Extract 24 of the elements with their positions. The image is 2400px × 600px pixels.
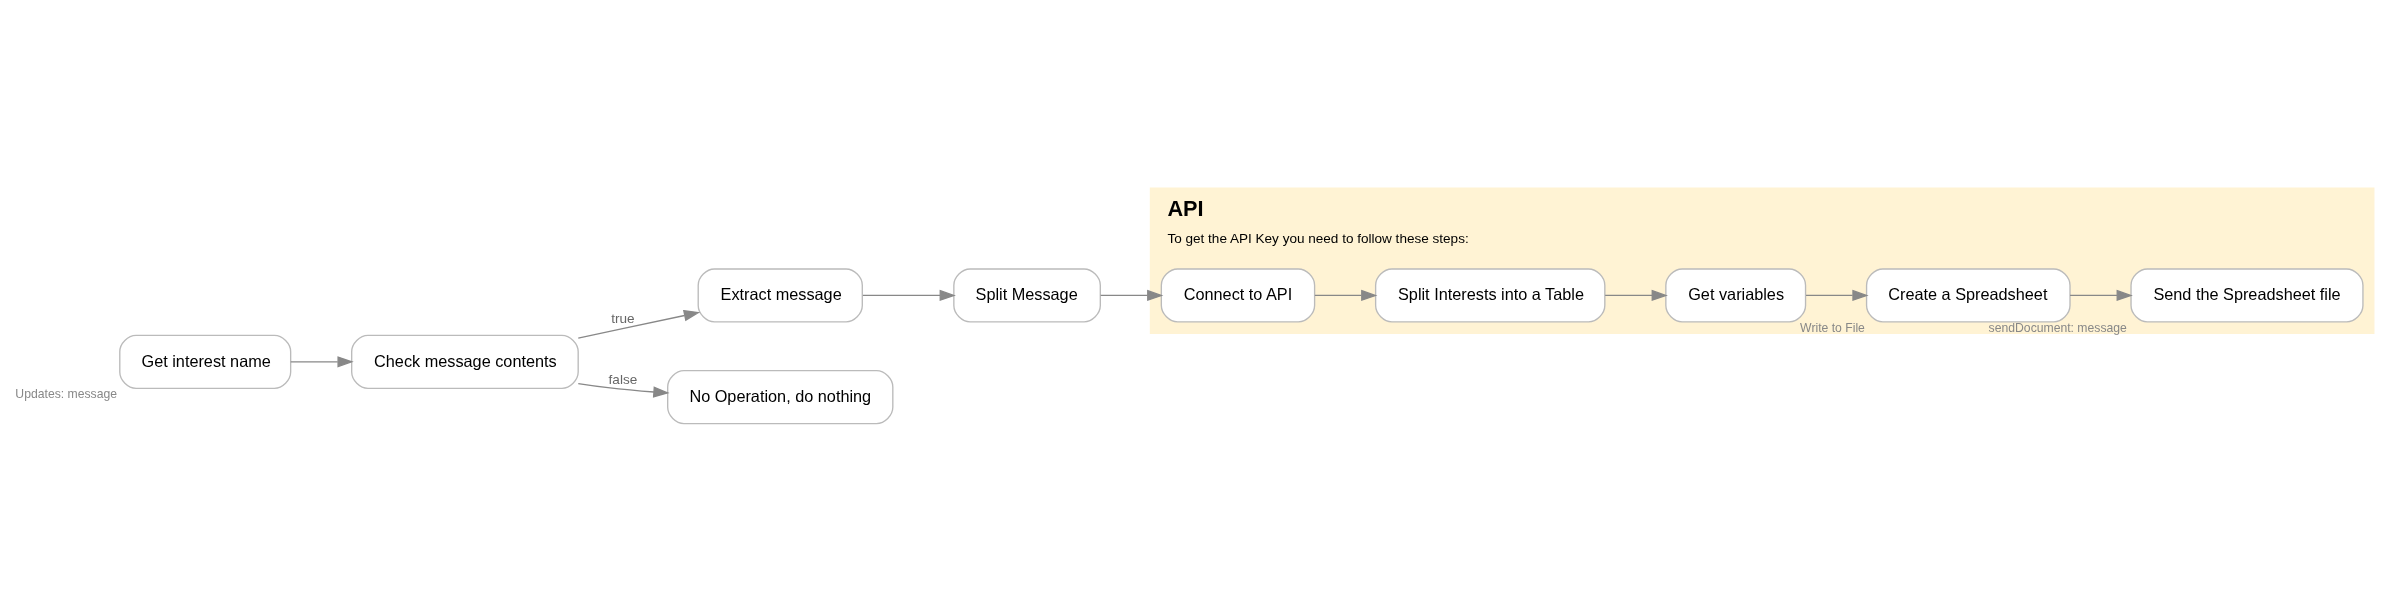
arrow <box>577 309 701 339</box>
arrow <box>1314 289 1378 301</box>
arrow <box>1805 289 1869 301</box>
node-box: Split Message <box>953 267 1101 323</box>
arrow <box>2069 289 2133 301</box>
node-box: Check message contents <box>351 334 579 389</box>
node-label: Updates: message <box>15 386 117 401</box>
node-box: Get interest name <box>119 334 292 389</box>
node-box: Create a Spreadsheet <box>1865 267 2071 323</box>
node-box: Connect to API <box>1160 267 1316 323</box>
node-box: Send the Spreadsheet file <box>2130 267 2364 323</box>
node-label: Write to File <box>1800 320 1865 335</box>
node-box: Extract message <box>697 267 863 323</box>
node-box: Split Interests into a Table <box>1374 267 1606 323</box>
node-box: Get variables <box>1665 267 1807 323</box>
arrow <box>1604 289 1668 301</box>
arrow <box>290 355 354 368</box>
arrow <box>862 289 956 301</box>
node-box: No Operation, do nothing <box>667 369 894 424</box>
arrow <box>1100 289 1164 301</box>
arrow <box>577 382 670 398</box>
edge-label: true <box>611 310 635 326</box>
edge-label: false <box>608 371 638 387</box>
node-label: sendDocument: message <box>1988 320 2127 335</box>
